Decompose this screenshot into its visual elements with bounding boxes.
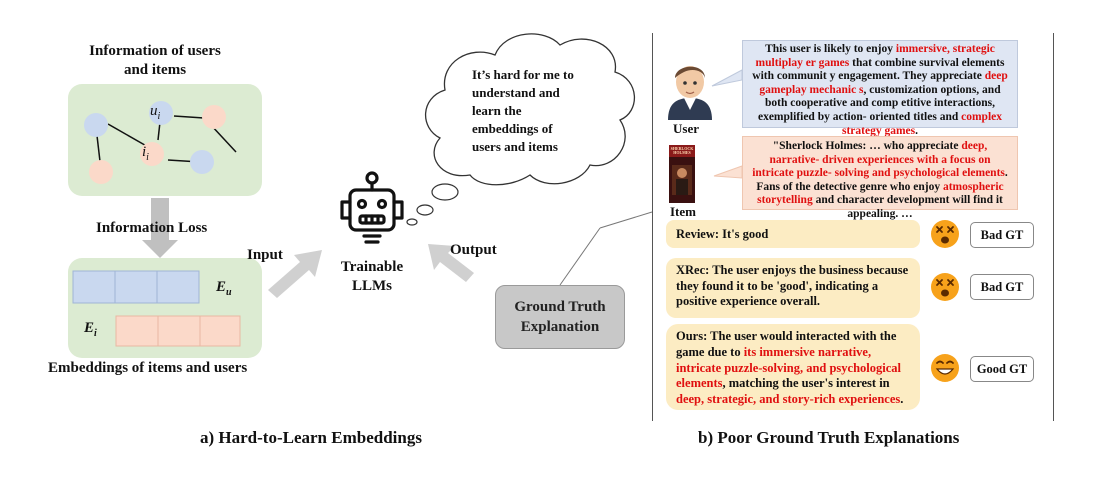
ours-explanation: Ours: The user would interacted with the… [666, 324, 920, 410]
embeddings-label: Embeddings of items and users [48, 360, 248, 376]
item-poster-title: SHERLOCK HOLMES [670, 146, 694, 155]
caption-b: b) Poor Ground Truth Explanations [698, 428, 960, 447]
node-u-label: ui [150, 103, 161, 122]
input-label: Input [247, 247, 283, 263]
graph-node [89, 160, 113, 184]
info-title: Information of users and items [89, 43, 221, 78]
graph-node [202, 105, 226, 129]
output-label: Output [450, 242, 497, 258]
xrec-explanation: XRec: The user enjoys the business becau… [666, 258, 920, 318]
good-gt-badge: Good GT [970, 356, 1034, 382]
item-label: Item [670, 204, 696, 219]
item-profile-text: "Sherlock Holmes: … who appreciate deep,… [742, 136, 1018, 220]
bad-gt-badge: Bad GT [970, 222, 1034, 248]
node-i-label: ii [142, 144, 149, 163]
graph-node [84, 113, 108, 137]
graph-node-u [149, 101, 173, 125]
emb-u-label: Eu [216, 279, 232, 298]
graph-node [190, 150, 214, 174]
review-explanation: Review: It's good [666, 220, 920, 248]
user-profile-text: This user is likely to enjoy immersive, … [742, 40, 1018, 137]
information-loss-label: Information Loss [96, 220, 208, 236]
thought-text: It’s hard for me to understand and learn… [472, 67, 574, 154]
emb-i-label: Ei [84, 320, 97, 339]
user-label: User [673, 121, 699, 136]
examples-frame [652, 33, 1054, 421]
bad-gt-badge-2: Bad GT [970, 274, 1034, 300]
graph-node-i [140, 142, 164, 166]
caption-a: a) Hard-to-Learn Embeddings [200, 428, 422, 447]
